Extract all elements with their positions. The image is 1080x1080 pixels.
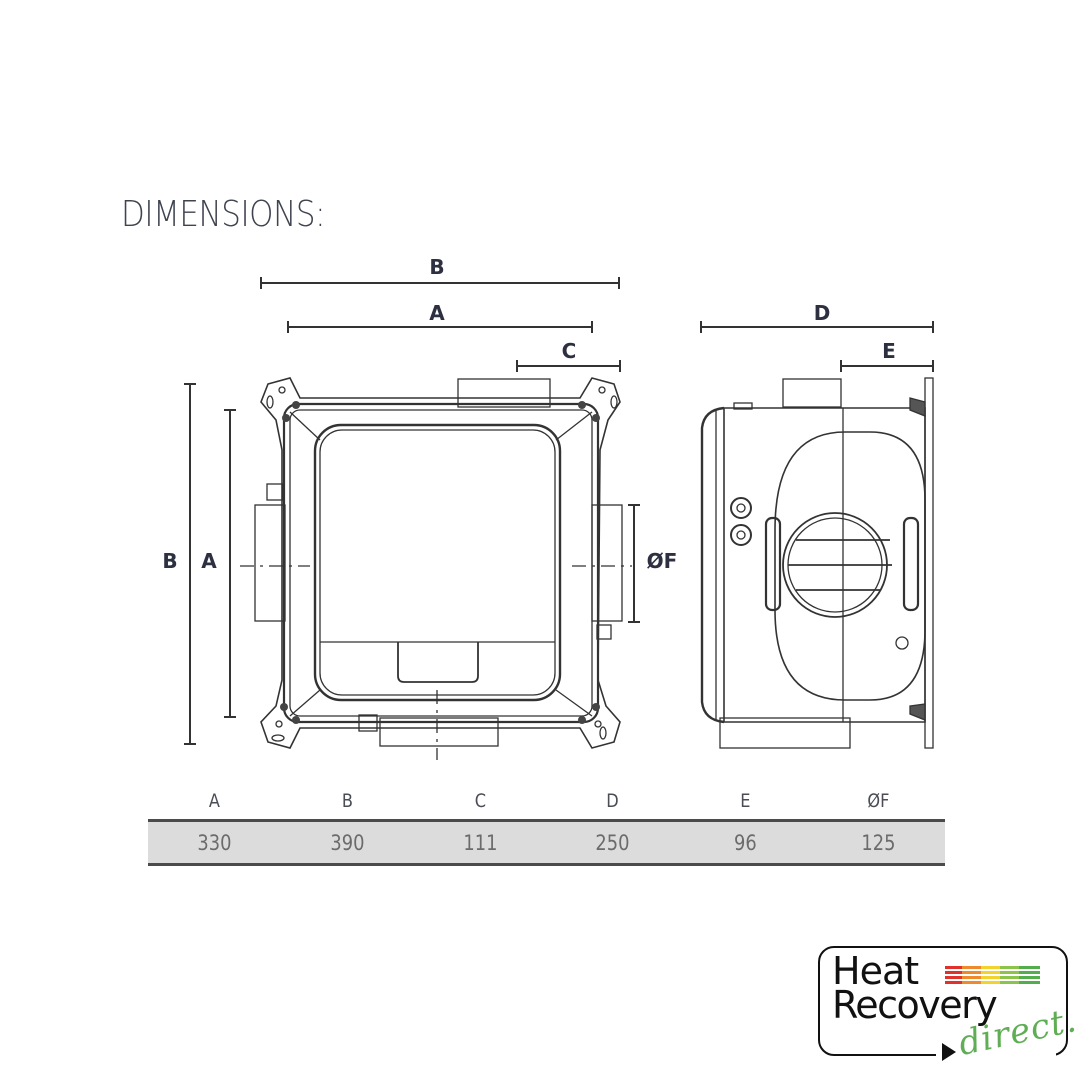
logo-line1: Heat — [832, 949, 919, 993]
front-view — [254, 377, 623, 749]
table-header: E — [740, 789, 751, 812]
heat-recovery-direct-logo: Heat Recovery direct. — [818, 946, 1080, 1064]
table-cell: 111 — [463, 830, 498, 855]
dim-label-a-left: A — [201, 549, 217, 573]
dimension-line-c-top — [516, 360, 621, 372]
table-header: D — [606, 789, 620, 812]
logo-line2: Recovery — [832, 983, 998, 1027]
arrow-icon — [942, 1043, 956, 1061]
dimension-line-a-top — [287, 321, 593, 333]
dimension-line-a-left — [224, 409, 236, 718]
side-view — [700, 377, 934, 749]
table-cell: 125 — [861, 830, 896, 855]
dimensions-table: A B C D E ØF 330 390 111 250 96 125 — [148, 782, 945, 866]
table-header: ØF — [867, 789, 890, 812]
table-cell: 330 — [197, 830, 232, 855]
dimension-line-b-top — [260, 277, 620, 289]
table-header: A — [208, 789, 220, 812]
table-header-row: A B C D E ØF — [148, 782, 945, 819]
dim-label-e: E — [882, 339, 896, 363]
dim-label-d: D — [814, 301, 831, 325]
table-row: 330 390 111 250 96 125 — [148, 819, 945, 866]
table-cell: 250 — [595, 830, 630, 855]
table-header: C — [474, 789, 486, 812]
dimension-line-b-left — [184, 383, 196, 745]
table-header: B — [341, 789, 353, 812]
center-lines — [240, 565, 632, 760]
dim-label-a-top: A — [429, 301, 445, 325]
dimension-line-d — [700, 321, 934, 333]
energy-rating-bars-icon — [945, 966, 1040, 986]
dim-label-f: ØF — [647, 549, 678, 573]
table-cell: 96 — [734, 830, 758, 855]
dimension-line-f — [628, 504, 640, 623]
page-title: DIMENSIONS: — [121, 194, 326, 235]
dim-label-b-left: B — [162, 549, 177, 573]
dim-label-b-top: B — [429, 255, 444, 279]
dimension-line-e — [840, 360, 934, 372]
dim-label-c-top: C — [562, 339, 577, 363]
table-cell: 390 — [330, 830, 365, 855]
